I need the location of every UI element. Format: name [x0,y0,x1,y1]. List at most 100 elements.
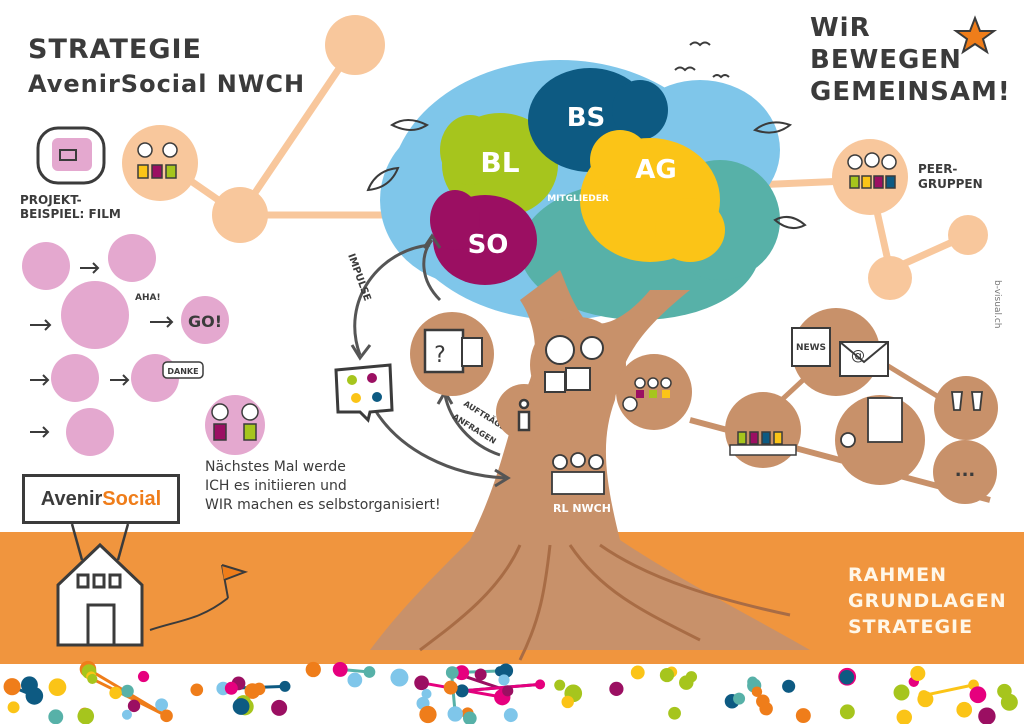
board-label: RL NWCH [553,502,611,515]
network-dot [839,704,855,720]
network-dot [561,695,574,709]
network-dot [48,678,67,697]
board-group-icon [551,452,605,495]
region-so-blob [430,190,537,285]
slogan-line: BEWEGEN [810,45,962,75]
network-dot [127,699,141,713]
impulse-arrow [350,243,431,361]
bird-icon [674,41,730,79]
project-label-line: BEISPIEL: FILM [20,207,121,221]
step-arrow-icon [30,262,174,438]
network-dot [685,671,698,683]
network-dot [121,684,134,698]
project-steps [22,234,265,456]
aha-label: AHA! [135,293,161,303]
news-icon [791,327,831,367]
svg-text:@: @ [851,348,865,364]
takeaway-note: Nächstes Mal werde ICH es initiieren und… [205,458,441,515]
group-icon [847,152,897,189]
flag-icon [149,564,249,631]
project-label-line: PROJEKT- [20,193,82,207]
network-dot [443,680,458,695]
speech-bubble-icon [162,361,204,379]
peer-group-circle [122,125,198,201]
network-link [923,683,974,697]
members-label: MITGLIEDER [547,194,609,204]
palette-bubble [334,363,394,423]
network-dot [446,666,457,678]
right-network [689,308,998,504]
note-line: WIR machen es selbstorganisiert! [205,497,441,513]
network-strip [0,660,1024,724]
network-dot [190,683,204,697]
logo-part: Social [102,487,162,510]
news-label: NEWS [796,343,826,353]
network-dot [87,673,98,685]
network-dot [224,681,238,695]
region-ag-blob [580,130,725,262]
network-dot [733,692,746,705]
network-dot [305,661,321,678]
network-link [91,677,168,718]
slogan: WiR BEWEGEN GEMEINSAM! [810,12,1011,108]
network-dot [121,709,132,720]
request-arrow [373,233,511,488]
leaf-icon [366,119,807,230]
region-label-bl: BL [480,146,519,179]
network-dot [347,672,363,688]
network-dot [659,667,675,683]
danke-label: DANKE [167,367,198,376]
network-node [948,215,988,255]
org-subtitle: AvenirSocial NWCH [28,70,306,98]
network-dot [609,681,624,696]
network-dot [969,686,987,704]
artist-credit: b-visual.ch [992,280,1002,329]
peer-groups-label: PEER- GRUPPEN [918,162,983,192]
network-dot [759,701,773,716]
impulse-label: IMPULSE [345,252,372,302]
svg-text:?: ? [434,343,446,368]
note-line: Nächstes Mal werde [205,459,346,475]
go-label: GO! [188,312,222,331]
network-dot [839,669,855,685]
network-dot [795,708,811,724]
info-icon [517,398,531,432]
network-dot [498,674,510,686]
page-title: STRATEGIE [28,34,202,65]
network-dot [474,668,487,681]
network-dot [956,701,973,718]
ground-label-line: STRATEGIE [848,616,974,638]
slogan-line: GEMEINSAM! [810,77,1011,107]
mail-icon: @ [839,341,889,377]
network-dot [503,708,518,723]
network-dot [554,679,566,691]
network-link [461,682,541,693]
network-dot [3,678,21,696]
house-icon [56,542,144,647]
network-dot [910,665,926,681]
two-people-icon [211,403,259,441]
network-node [868,256,912,300]
network-dot [279,680,291,692]
network-dot [363,666,376,678]
network-dot [502,685,514,697]
region-label-so: SO [468,230,509,260]
network-node [325,15,385,75]
network-dot [896,709,913,724]
ground-label: RAHMEN GRUNDLAGEN STRATEGIE [848,562,1007,640]
group-icon [137,142,178,179]
logo-pole [70,523,130,561]
network-dot [751,686,763,697]
network-dot [893,684,910,701]
network-dot [414,675,429,691]
network-dot [271,699,288,716]
ground-label-line: RAHMEN [848,564,948,586]
network-dot [630,665,645,680]
toast-glasses-icon [950,391,984,411]
network-dot [463,711,477,724]
network-dot [252,682,266,696]
network-dot [160,709,173,723]
network-dot [421,688,432,699]
avenirsocial-logo: AvenirSocial [22,474,180,524]
